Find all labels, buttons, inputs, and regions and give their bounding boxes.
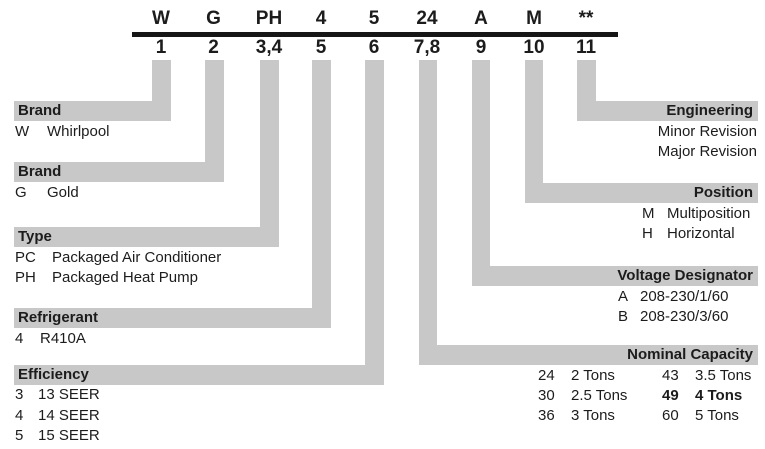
entry-desc: 2 Tons: [571, 367, 615, 384]
entry-code: 36: [538, 407, 555, 424]
entry-desc: Major Revision: [657, 143, 757, 160]
model-char: G: [206, 8, 221, 29]
model-char: A: [474, 8, 488, 29]
entry-desc: 2.5 Tons: [571, 387, 628, 404]
position-number: 11: [575, 37, 597, 58]
entry-row: 43 3.5 Tons: [662, 366, 751, 386]
entry-code: 30: [538, 387, 555, 404]
connector-bar: [524, 60, 543, 203]
entry-row: A 208-230/1/60: [618, 287, 728, 307]
entry-code: A: [618, 288, 629, 305]
entry-row: W Whirlpool: [15, 122, 110, 142]
entry-row: 36 3 Tons: [538, 406, 615, 426]
position-number: 3,4: [255, 37, 283, 58]
model-char: **: [578, 8, 594, 29]
position-number: 6: [368, 37, 380, 58]
section-header-refrigerant: Refrigerant: [14, 308, 331, 328]
entry-desc: 13 SEER: [38, 386, 100, 403]
entry-desc: Gold: [47, 184, 79, 201]
position-number: 7,8: [413, 37, 441, 58]
connector-bar: [205, 60, 224, 182]
section-header-engineering: Engineering: [577, 101, 758, 121]
entry-row: H Horizontal: [642, 224, 735, 244]
entry-code: 24: [538, 367, 555, 384]
entry-desc: Packaged Air Conditioner: [52, 249, 222, 266]
entry-desc: 4 Tons: [695, 387, 743, 404]
entry-row: 4 14 SEER: [15, 406, 100, 426]
connector-bar: [418, 60, 437, 365]
entry-row: 49 4 Tons: [662, 386, 742, 406]
connector-bar: [260, 60, 279, 247]
section-header-type: Type: [14, 227, 279, 247]
section-header-nominal-capacity: Nominal Capacity: [418, 345, 758, 365]
model-char: 4: [315, 8, 327, 29]
model-char: PH: [255, 8, 283, 29]
entry-code: G: [15, 184, 27, 201]
entry-desc: Packaged Heat Pump: [52, 269, 198, 286]
entry-row: B 208-230/3/60: [618, 307, 728, 327]
entry-code: PC: [15, 249, 36, 266]
model-char: 24: [416, 8, 438, 29]
section-header-brand-g: Brand: [14, 162, 224, 182]
entry-desc: 208-230/1/60: [640, 288, 729, 305]
entry-desc: Multiposition: [667, 205, 751, 222]
entry-desc: 15 SEER: [38, 427, 100, 444]
entry-row: M Multiposition: [642, 204, 750, 224]
entry-desc: Horizontal: [667, 225, 735, 242]
position-number: 5: [315, 37, 327, 58]
entry-desc: 5 Tons: [695, 407, 739, 424]
entry-row: 4 R410A: [15, 329, 86, 349]
entry-code: H: [642, 225, 653, 242]
entry-code: 60: [662, 407, 679, 424]
section-header-voltage-designator: Voltage Designator: [471, 266, 758, 286]
entry-desc: Whirlpool: [47, 123, 110, 140]
entry-desc: Minor Revision: [657, 123, 757, 140]
entry-row: PC Packaged Air Conditioner: [15, 248, 221, 268]
position-number: 10: [523, 37, 545, 58]
section-header-brand-w: Brand: [14, 101, 171, 121]
entry-row: Major Revision: [557, 142, 757, 162]
position-number: 1: [155, 37, 167, 58]
entry-desc: 208-230/3/60: [640, 308, 729, 325]
position-number: 9: [475, 37, 487, 58]
connector-bar: [312, 60, 331, 328]
entry-row: 30 2.5 Tons: [538, 386, 627, 406]
entry-desc: 14 SEER: [38, 406, 100, 424]
entry-code: 3: [15, 386, 24, 403]
entry-row: 24 2 Tons: [538, 366, 615, 386]
position-number: 2: [208, 37, 219, 58]
entry-row: G Gold: [15, 183, 79, 203]
model-char: M: [526, 8, 542, 29]
entry-code: 5: [15, 427, 24, 444]
entry-code: 4: [15, 330, 24, 347]
section-header-position: Position: [524, 183, 758, 203]
entry-code: 49: [662, 387, 679, 404]
model-char: 5: [368, 8, 380, 29]
entry-code: 43: [662, 367, 679, 384]
entry-code: 4: [15, 406, 24, 424]
entry-row: 3 13 SEER: [15, 385, 100, 405]
connector-bar: [471, 60, 490, 286]
entry-row: 60 5 Tons: [662, 406, 739, 426]
entry-code: W: [15, 123, 30, 140]
model-char: W: [152, 8, 170, 29]
entry-code: B: [618, 308, 629, 325]
entry-code: PH: [15, 269, 36, 286]
entry-desc: R410A: [40, 330, 86, 347]
entry-code: M: [642, 205, 655, 222]
entry-row: PH Packaged Heat Pump: [15, 268, 198, 288]
section-header-efficiency: Efficiency: [14, 365, 384, 385]
entry-row: 5 15 SEER: [15, 426, 100, 446]
separator-rule: [132, 32, 618, 37]
entry-desc: 3 Tons: [571, 407, 615, 424]
entry-desc: 3.5 Tons: [695, 367, 752, 384]
connector-bar: [365, 60, 384, 385]
entry-row: Minor Revision: [557, 122, 757, 142]
